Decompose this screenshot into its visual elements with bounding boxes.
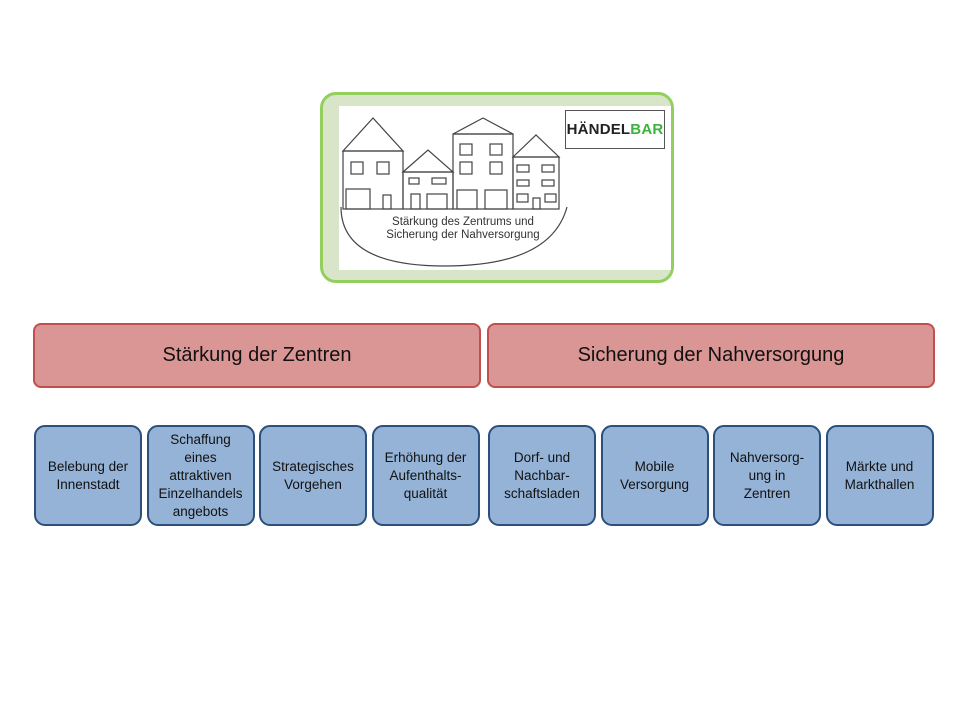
house-icon [511, 134, 561, 210]
ground-arc [340, 206, 568, 267]
pillar-staerkung-der-zentren: Stärkung der Zentren [33, 323, 481, 388]
measure-label-line: Dorf- und [513, 449, 571, 465]
logo-tagline: Stärkung des Zentrums und Sicherung der … [363, 216, 563, 242]
houses-illustration [340, 117, 568, 267]
measure-label-line: Mobile [634, 458, 675, 474]
measure-label-line: Markthallen [844, 476, 915, 492]
measure-label-line: Zentren [743, 485, 791, 501]
measure-label-line: eines [184, 449, 217, 465]
measure-box: Nahversorg-ung in Zentren [713, 425, 821, 526]
measure-label-line: Märkte und [845, 458, 914, 474]
measure-label-line: angebots [172, 503, 229, 519]
measure-label-line: Aufenthalts- [389, 467, 462, 483]
measure-label-line: qualität [403, 485, 448, 501]
measure-label-line: Vorgehen [284, 476, 342, 492]
measure-label-line: Einzelhandels [158, 485, 243, 501]
house-icon [401, 149, 455, 210]
measure-label-line: Innenstadt [56, 476, 120, 492]
measure-label: Nahversorg-ung in Zentren [730, 449, 804, 503]
measure-label-line: Versorgung [619, 476, 690, 492]
brand-name-part2: BAR [630, 121, 664, 138]
house-icon [452, 117, 514, 210]
measure-label-line: Nachbar- [514, 467, 570, 483]
house-icon [341, 117, 405, 210]
pillar-sicherung-der-nahversorgung: Sicherung der Nahversorgung [487, 323, 935, 388]
measure-label-line: ung in [748, 467, 786, 483]
measure-label-line: schaftsladen [504, 485, 580, 501]
measure-label-line: Strategisches [272, 458, 354, 474]
measure-label-line: attraktiven [169, 467, 232, 483]
measure-label-line: Erhöhung der [384, 449, 467, 465]
measure-label-line: Schaffung [170, 431, 231, 447]
measure-label-line: Nahversorg- [729, 449, 805, 465]
measure-label-line: Belebung der [47, 458, 129, 474]
brand-name-part1: HÄNDEL [566, 121, 631, 138]
tagline-line: Stärkung des Zentrums und [392, 216, 534, 228]
tagline-line: Sicherung der Nahversorgung [386, 229, 540, 241]
